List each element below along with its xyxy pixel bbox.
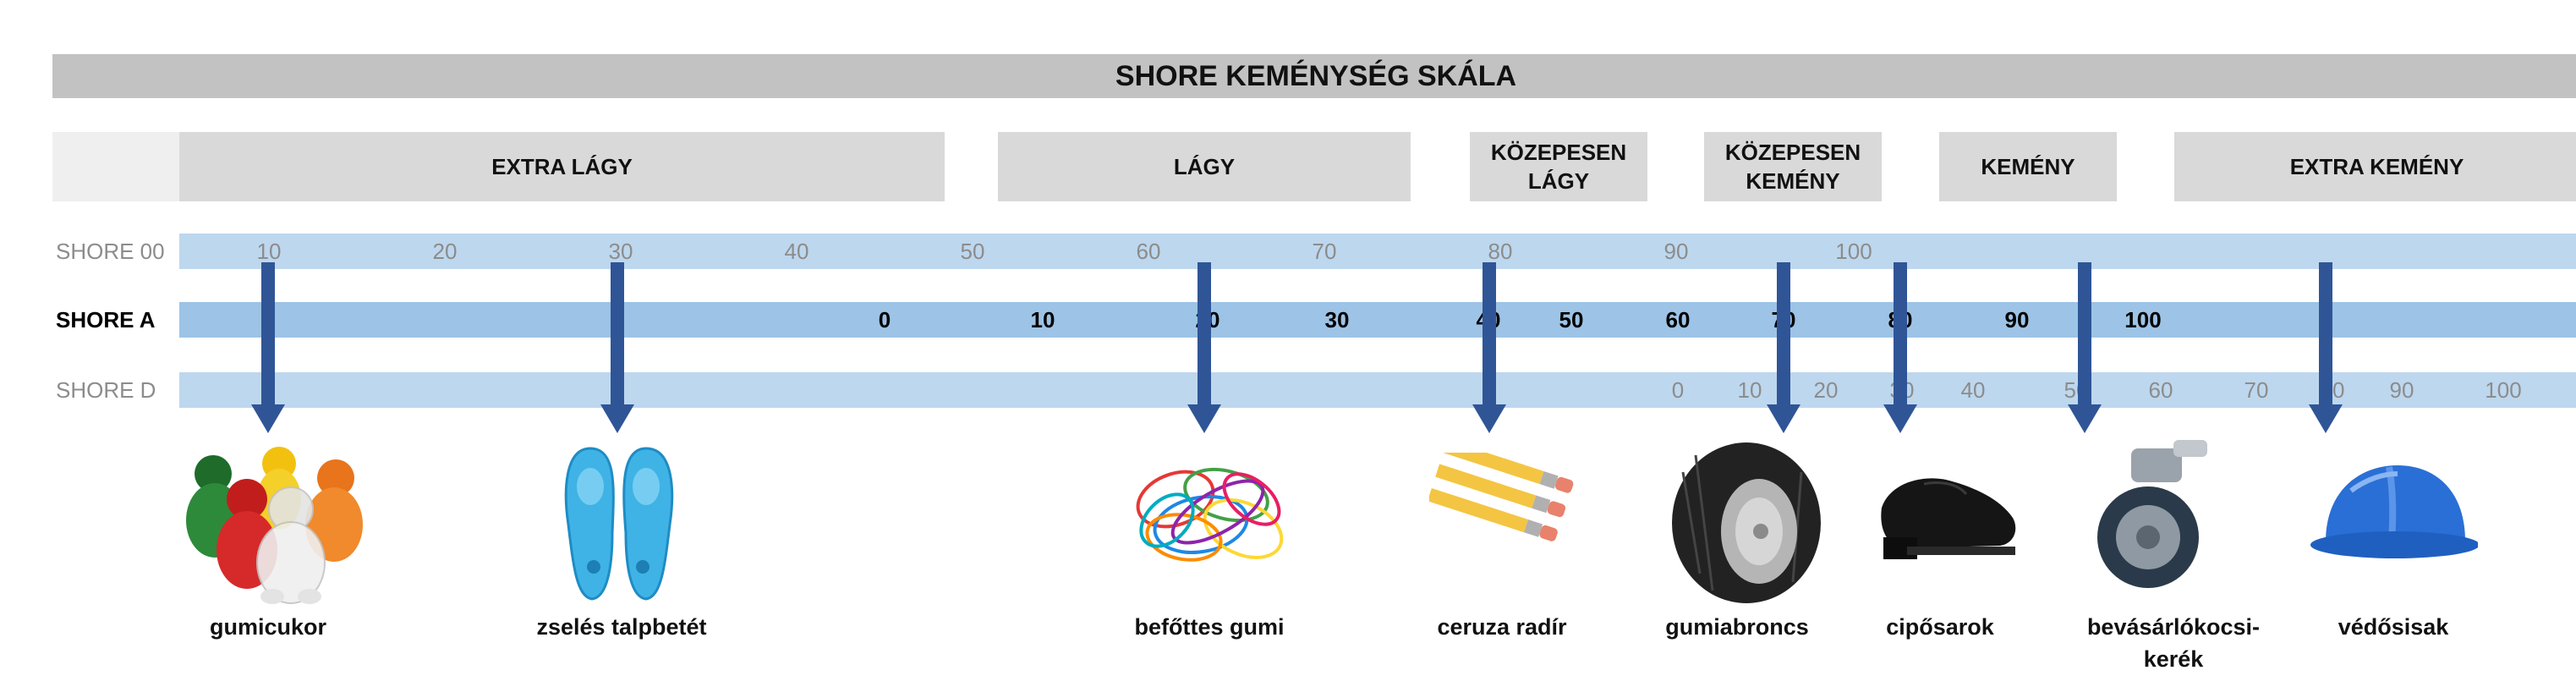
page-title: SHORE KEMÉNYSÉG SKÁLA	[52, 54, 2576, 98]
arrow-vedosisak	[2309, 262, 2343, 433]
shore-00-tick: 100	[1835, 239, 1872, 264]
category-medium-soft: KÖZEPESEN LÁGY	[1470, 132, 1647, 201]
shore-a-tick: 10	[1030, 307, 1055, 333]
caption-ciposarok: cipősarok	[1886, 614, 1994, 640]
shore-00-tick: 90	[1663, 239, 1689, 264]
cart-wheel-icon	[2097, 440, 2207, 588]
gummy-bear-icon	[186, 447, 363, 604]
arrow-zseles-talpbetet	[600, 262, 634, 433]
category-medium-hard: KÖZEPESEN KEMÉNY	[1704, 132, 1882, 201]
pencil-eraser-icon	[1429, 453, 1574, 541]
shore-d-tick: 40	[1960, 377, 1986, 403]
caption-vedosisak: védősisak	[2338, 614, 2449, 640]
category-label: LÁGY	[1173, 154, 1236, 179]
tire-icon	[1672, 442, 1821, 603]
caption-zseles-talpbetet: zselés talpbetét	[536, 614, 707, 640]
arrow-gumicukor	[251, 262, 285, 433]
rubber-bands-icon	[1136, 468, 1284, 562]
shore-00-tick: 80	[1488, 239, 1513, 264]
shore-a-tick: 50	[1559, 307, 1584, 333]
arrow-befottes-gumi	[1187, 262, 1221, 433]
shore-00-tick: 60	[1136, 239, 1161, 264]
shore-a-tick: 60	[1665, 307, 1691, 333]
shore-a-tick: 30	[1324, 307, 1350, 333]
shore-a-tick: 90	[2004, 307, 2030, 333]
category-soft: LÁGY	[998, 132, 1411, 201]
category-hard: KEMÉNY	[1939, 132, 2117, 201]
category-extra-soft: EXTRA LÁGY	[179, 132, 945, 201]
caption-gumiabroncs: gumiabroncs	[1665, 614, 1809, 640]
arrow-ceruza-radir	[1472, 262, 1506, 433]
shoe-heel-icon	[1881, 478, 2016, 559]
category-label: KEMÉNY	[1981, 154, 2075, 179]
shore-d-band	[179, 372, 2576, 408]
category-header-stub	[52, 132, 179, 201]
gel-insole-icon	[564, 447, 674, 601]
shore-a-tick: 0	[878, 307, 891, 333]
caption-ceruza-radir: ceruza radír	[1437, 614, 1567, 640]
caption-gumicukor: gumicukor	[209, 614, 327, 640]
arrow-gumiabroncs	[1767, 262, 1800, 433]
shore-d-tick: 60	[2148, 377, 2173, 403]
shore-d-tick: 0	[1671, 377, 1685, 403]
shore-00-tick: 10	[256, 239, 282, 264]
category-extra-hard: EXTRA KEMÉNY	[2174, 132, 2576, 201]
hard-hat-icon	[2310, 465, 2478, 558]
shore-d-tick: 70	[2244, 377, 2269, 403]
shore-a-band	[179, 302, 2576, 338]
gummy-bear-clear	[256, 486, 326, 604]
shore-d-tick: 10	[1737, 377, 1762, 403]
arrow-bevasarlokocsi-kerek	[2068, 262, 2102, 433]
shore-00-tick: 70	[1312, 239, 1337, 264]
shore-d-tick: 90	[2389, 377, 2414, 403]
category-label: EXTRA LÁGY	[491, 154, 633, 179]
shore-00-label: SHORE 00	[56, 239, 165, 264]
shore-00-tick: 30	[608, 239, 633, 264]
shore-00-tick: 20	[432, 239, 458, 264]
shore-d-label: SHORE D	[56, 377, 156, 403]
category-label: KÖZEPESEN LÁGY	[1490, 140, 1627, 194]
shore-d-tick: 100	[2485, 377, 2522, 403]
shore-a-tick: 100	[2124, 307, 2162, 333]
category-label: EXTRA KEMÉNY	[2289, 154, 2464, 179]
arrow-ciposarok	[1883, 262, 1917, 433]
caption-bevasarlokocsi-kerek: bevásárlókocsi- kerék	[2086, 614, 2261, 672]
shore-00-tick: 40	[784, 239, 809, 264]
shore-d-tick: 20	[1813, 377, 1839, 403]
shore-a-label: SHORE A	[56, 307, 156, 333]
shore-00-tick: 50	[960, 239, 985, 264]
shore-00-band	[179, 234, 2576, 269]
caption-befottes-gumi: befőttes gumi	[1134, 614, 1285, 640]
category-label: KÖZEPESEN KEMÉNY	[1724, 140, 1861, 194]
